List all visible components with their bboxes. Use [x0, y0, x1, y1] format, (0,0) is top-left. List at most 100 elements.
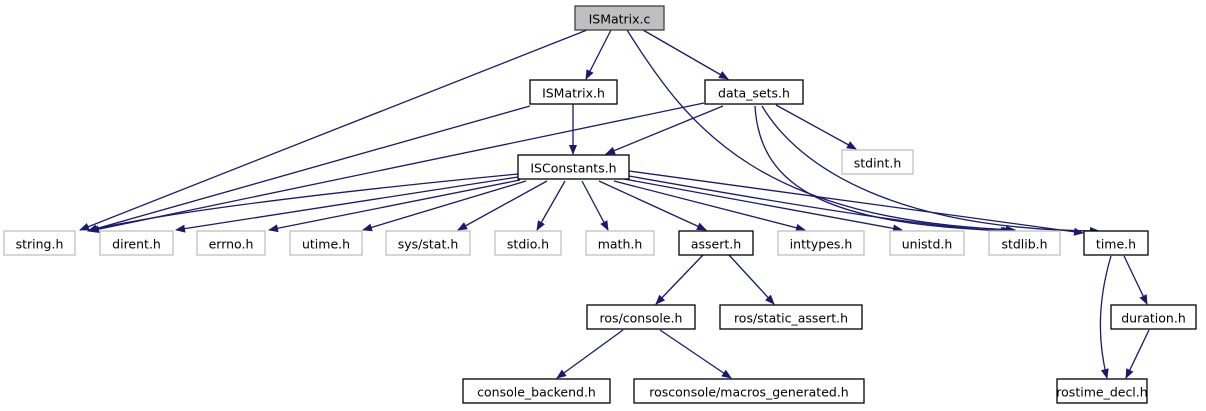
node-label: ISMatrix.h [542, 86, 605, 101]
node-box [988, 230, 1061, 256]
node-label: console_backend.h [477, 385, 596, 400]
node-label: rosconsole/macros_generated.h [649, 385, 848, 400]
node-sys-stat-h: sys/stat.h [385, 230, 471, 256]
edge-time-h-to-duration-h [1123, 255, 1148, 305]
node-stdlib-h: stdlib.h [988, 230, 1061, 256]
edge-data-sets-h-to-string-h [89, 102, 705, 234]
node-errno-h: errno.h [196, 230, 266, 256]
node-box [777, 230, 865, 256]
node-label: sys/stat.h [398, 237, 459, 252]
edge-assert-h-to-ros-console-h [655, 254, 704, 305]
node-label: stdlib.h [1001, 237, 1047, 252]
node-label: stdio.h [507, 237, 549, 252]
node-box [841, 149, 914, 175]
node-box [196, 230, 266, 256]
node-box [289, 230, 363, 256]
node-label: ISConstants.h [530, 161, 616, 176]
node-isconstants-h[interactable]: ISConstants.h [517, 154, 630, 180]
node-ros-console-h[interactable]: ros/console.h [586, 304, 696, 330]
node-box [585, 230, 655, 256]
node-ros-static-assert-h[interactable]: ros/static_assert.h [719, 304, 863, 330]
node-label: string.h [16, 237, 64, 252]
node-inttypes-h: inttypes.h [777, 230, 865, 256]
node-label: errno.h [209, 237, 254, 252]
edge-isconstants-h-to-stdlib-h [628, 175, 1011, 235]
node-assert-h[interactable]: assert.h [678, 230, 754, 256]
node-ismatrix-h[interactable]: ISMatrix.h [529, 79, 618, 105]
edge-isconstants-h-to-assert-h [598, 180, 707, 231]
node-box [494, 230, 562, 256]
node-box [1056, 378, 1148, 404]
edge-isconstants-h-to-string-h [87, 173, 519, 233]
node-box [574, 5, 665, 31]
edge-data-sets-h-to-stdlib-h [754, 105, 1013, 235]
edge-ros-console-h-to-rosconsole-macros-generated-h [659, 329, 732, 379]
node-box [385, 230, 471, 256]
edge-data-sets-h-to-time-h [761, 105, 1100, 235]
edge-isconstants-h-to-stdio-h [536, 180, 566, 231]
edge-ismatrix-c-to-ismatrix-h [585, 29, 612, 80]
node-label: ros/static_assert.h [734, 311, 848, 326]
node-duration-h[interactable]: duration.h [1110, 304, 1197, 330]
node-box [517, 154, 630, 180]
node-rosconsole-macros-generated-h[interactable]: rosconsole/macros_generated.h [633, 378, 865, 404]
node-label: duration.h [1121, 311, 1186, 326]
node-box [99, 230, 174, 256]
edge-data-sets-h-to-stdint-h [775, 104, 857, 150]
edge-ros-console-h-to-console-backend-h [556, 329, 624, 379]
node-label: data_sets.h [718, 86, 790, 101]
node-box [586, 304, 696, 330]
node-box [719, 304, 863, 330]
edge-assert-h-to-ros-static-assert-h [728, 254, 775, 305]
edge-data-sets-h-to-isconstants-h [605, 105, 724, 155]
node-label: ISMatrix.c [589, 12, 651, 27]
node-stdint-h: stdint.h [841, 149, 914, 175]
edge-isconstants-h-to-utime-h [362, 180, 527, 232]
node-data-sets-h[interactable]: data_sets.h [704, 79, 804, 105]
node-time-h[interactable]: time.h [1083, 230, 1149, 256]
node-label: inttypes.h [790, 237, 853, 252]
node-box [678, 230, 754, 256]
node-label: dirent.h [112, 237, 161, 252]
edge-isconstants-h-to-inttypes-h [613, 180, 806, 232]
node-box [1083, 230, 1149, 256]
node-box [462, 378, 611, 404]
edge-isconstants-h-to-sys-stat-h [457, 180, 548, 231]
node-box [889, 230, 965, 256]
edge-ismatrix-c-to-data-sets-h [642, 29, 729, 80]
node-box [1110, 304, 1197, 330]
node-box [529, 79, 618, 105]
edge-ismatrix-c-to-stdlib-h [626, 29, 1016, 234]
node-box [633, 378, 865, 404]
node-label: stdint.h [854, 156, 902, 171]
edge-isconstants-h-to-math-h [581, 180, 609, 231]
node-label: assert.h [691, 237, 741, 252]
node-stdio-h: stdio.h [494, 230, 562, 256]
edge-isconstants-h-to-unistd-h [623, 178, 903, 233]
node-label: rostime_decl.h [1056, 385, 1147, 400]
node-rostime-decl-h[interactable]: rostime_decl.h [1056, 378, 1148, 404]
node-box [3, 230, 76, 256]
node-label: ros/console.h [600, 311, 683, 326]
node-unistd-h: unistd.h [889, 230, 965, 256]
node-label: unistd.h [902, 237, 953, 252]
edge-isconstants-h-to-time-h [628, 170, 1084, 236]
edge-isconstants-h-to-errno-h [268, 179, 521, 233]
node-box [704, 79, 804, 105]
node-math-h: math.h [585, 230, 655, 256]
edge-duration-h-to-rostime-decl-h [1125, 329, 1150, 379]
edge-time-h-to-rostime-decl-h [1099, 255, 1112, 379]
node-console-backend-h[interactable]: console_backend.h [462, 378, 611, 404]
node-label: utime.h [302, 237, 350, 252]
node-dirent-h: dirent.h [99, 230, 174, 256]
node-label: time.h [1096, 237, 1136, 252]
node-label: math.h [598, 237, 643, 252]
edges-layer [79, 29, 1150, 379]
edge-isconstants-h-to-dirent-h [175, 176, 519, 233]
edge-ismatrix-h-to-string-h [87, 105, 531, 233]
edge-ismatrix-c-to-string-h [79, 29, 588, 231]
node-ismatrix-c[interactable]: ISMatrix.c [574, 5, 665, 31]
node-string-h: string.h [3, 230, 76, 256]
